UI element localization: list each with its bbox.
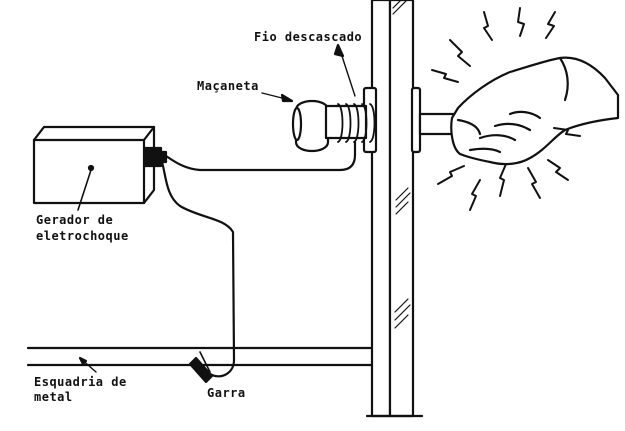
wire-to-handle (164, 140, 357, 172)
alligator-clip (188, 351, 214, 384)
hand-drawing (450, 56, 620, 166)
door-knob (261, 43, 376, 153)
label-generator-line1: Gerador de (36, 213, 114, 227)
door-frame (365, 0, 424, 418)
label-clip: Garra (207, 386, 246, 400)
shock-sparks (431, 7, 581, 211)
label-metal-frame-line1: Esquadria de (34, 375, 127, 389)
label-door-knob: Maçaneta (197, 79, 259, 93)
label-generator-line2: eletrochoque (36, 229, 129, 243)
label-stripped-wire: Fio descascado (254, 30, 363, 44)
label-metal-frame-line2: metal (34, 390, 73, 404)
wire-to-clip (160, 160, 236, 378)
shock-generator-box (32, 125, 156, 211)
